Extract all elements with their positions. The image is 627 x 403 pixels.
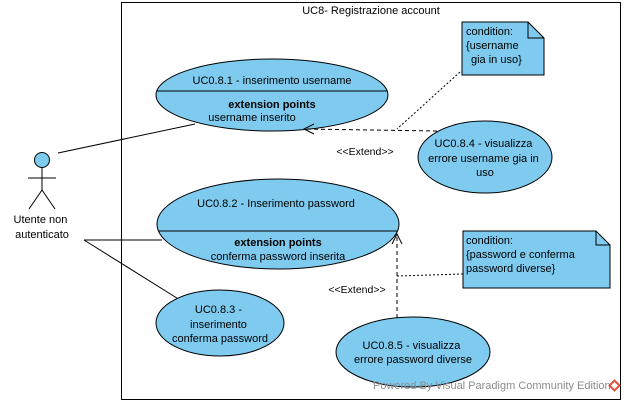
note2-line-1: condition: <box>466 235 513 247</box>
uc083-line-3: conferma password <box>172 333 268 345</box>
svg-text:UC0.8.3 - inserimento: UC0.8.3 - inserimento conferma password <box>172 304 268 345</box>
association-actor-uc083 <box>83 239 181 301</box>
svg-text:condition: {username: condition: {username gia in uso} <box>466 26 522 66</box>
actor-label-line-2: autenticato <box>15 229 69 241</box>
note-condition-username[interactable]: condition: {username gia in uso} <box>461 21 545 76</box>
uc081-ext-point: username inserito <box>208 112 295 124</box>
use-case-uc081[interactable]: UC0.8.1 - inserimento username extension… <box>155 58 389 132</box>
svg-text:UC0.8.5 - visualizza err: UC0.8.5 - visualizza errore password div… <box>354 340 472 366</box>
note1-fold <box>527 22 544 39</box>
uc084-line-1: UC0.8.4 - visualizza <box>435 138 534 150</box>
association-actor-uc081 <box>57 123 196 154</box>
uc081-ext-title: extension points <box>228 99 315 111</box>
extend-arrowhead-2 <box>391 232 403 245</box>
actor-label: Utente non autenticato <box>14 214 71 241</box>
note2-line-3: password diverse} <box>466 263 556 275</box>
actor-figure[interactable] <box>28 152 56 210</box>
extend-uc085-to-uc082 <box>391 232 403 318</box>
uc085-line-1: UC0.8.5 - visualizza <box>363 340 462 352</box>
actor-label-line-1: Utente non <box>14 214 68 226</box>
note2-fold <box>595 231 610 246</box>
note1-line-2: {username <box>466 40 519 52</box>
actor-left-leg <box>28 189 43 210</box>
note1-line-1: condition: <box>466 26 513 38</box>
uc084-line-3: uso <box>476 167 494 179</box>
note1-line-3: gia in uso} <box>471 54 522 66</box>
note-condition-password[interactable]: condition: {password e conferma password… <box>462 230 611 289</box>
extend-uc084-to-uc081 <box>302 123 438 135</box>
system-title: UC8- Registrazione account <box>302 5 440 17</box>
uc084-line-2: errore username gia in <box>428 153 539 165</box>
extend-label-1: <<Extend>> <box>336 146 393 158</box>
note2-anchor <box>396 273 464 277</box>
use-case-uc083[interactable]: UC0.8.3 - inserimento conferma password <box>155 289 285 357</box>
use-case-uc084[interactable]: UC0.8.4 - visualizza errore username gia… <box>417 120 553 194</box>
uc081-title: UC0.8.1 - inserimento username <box>193 75 352 87</box>
uc082-ext-title: extension points <box>234 237 321 249</box>
uc082-ext-point: conferma password inserita <box>211 251 346 263</box>
watermark-text: Powered By Visual Paradigm Community Edi… <box>373 380 611 392</box>
uc085-line-2: errore password diverse <box>354 354 472 366</box>
uc083-line-2: inserimento <box>190 319 247 331</box>
use-case-uc082[interactable]: UC0.8.2 - Inserimento password extension… <box>156 178 400 270</box>
extend-label-2: <<Extend>> <box>328 284 385 296</box>
uc083-line-1: UC0.8.3 - <box>195 304 242 316</box>
extend-arrowhead-1 <box>302 123 315 135</box>
actor-right-leg <box>41 189 56 210</box>
uc082-title: UC0.8.2 - Inserimento password <box>197 198 355 210</box>
svg-text:UC0.8.4 - visualizza err: UC0.8.4 - visualizza errore username gia… <box>428 138 542 179</box>
use-case-uc085[interactable]: UC0.8.5 - visualizza errore password div… <box>335 316 491 388</box>
svg-text:condition: {password e c: condition: {password e conferma password… <box>466 235 578 275</box>
note2-line-2: {password e conferma <box>466 249 576 261</box>
actor-head <box>34 152 50 168</box>
